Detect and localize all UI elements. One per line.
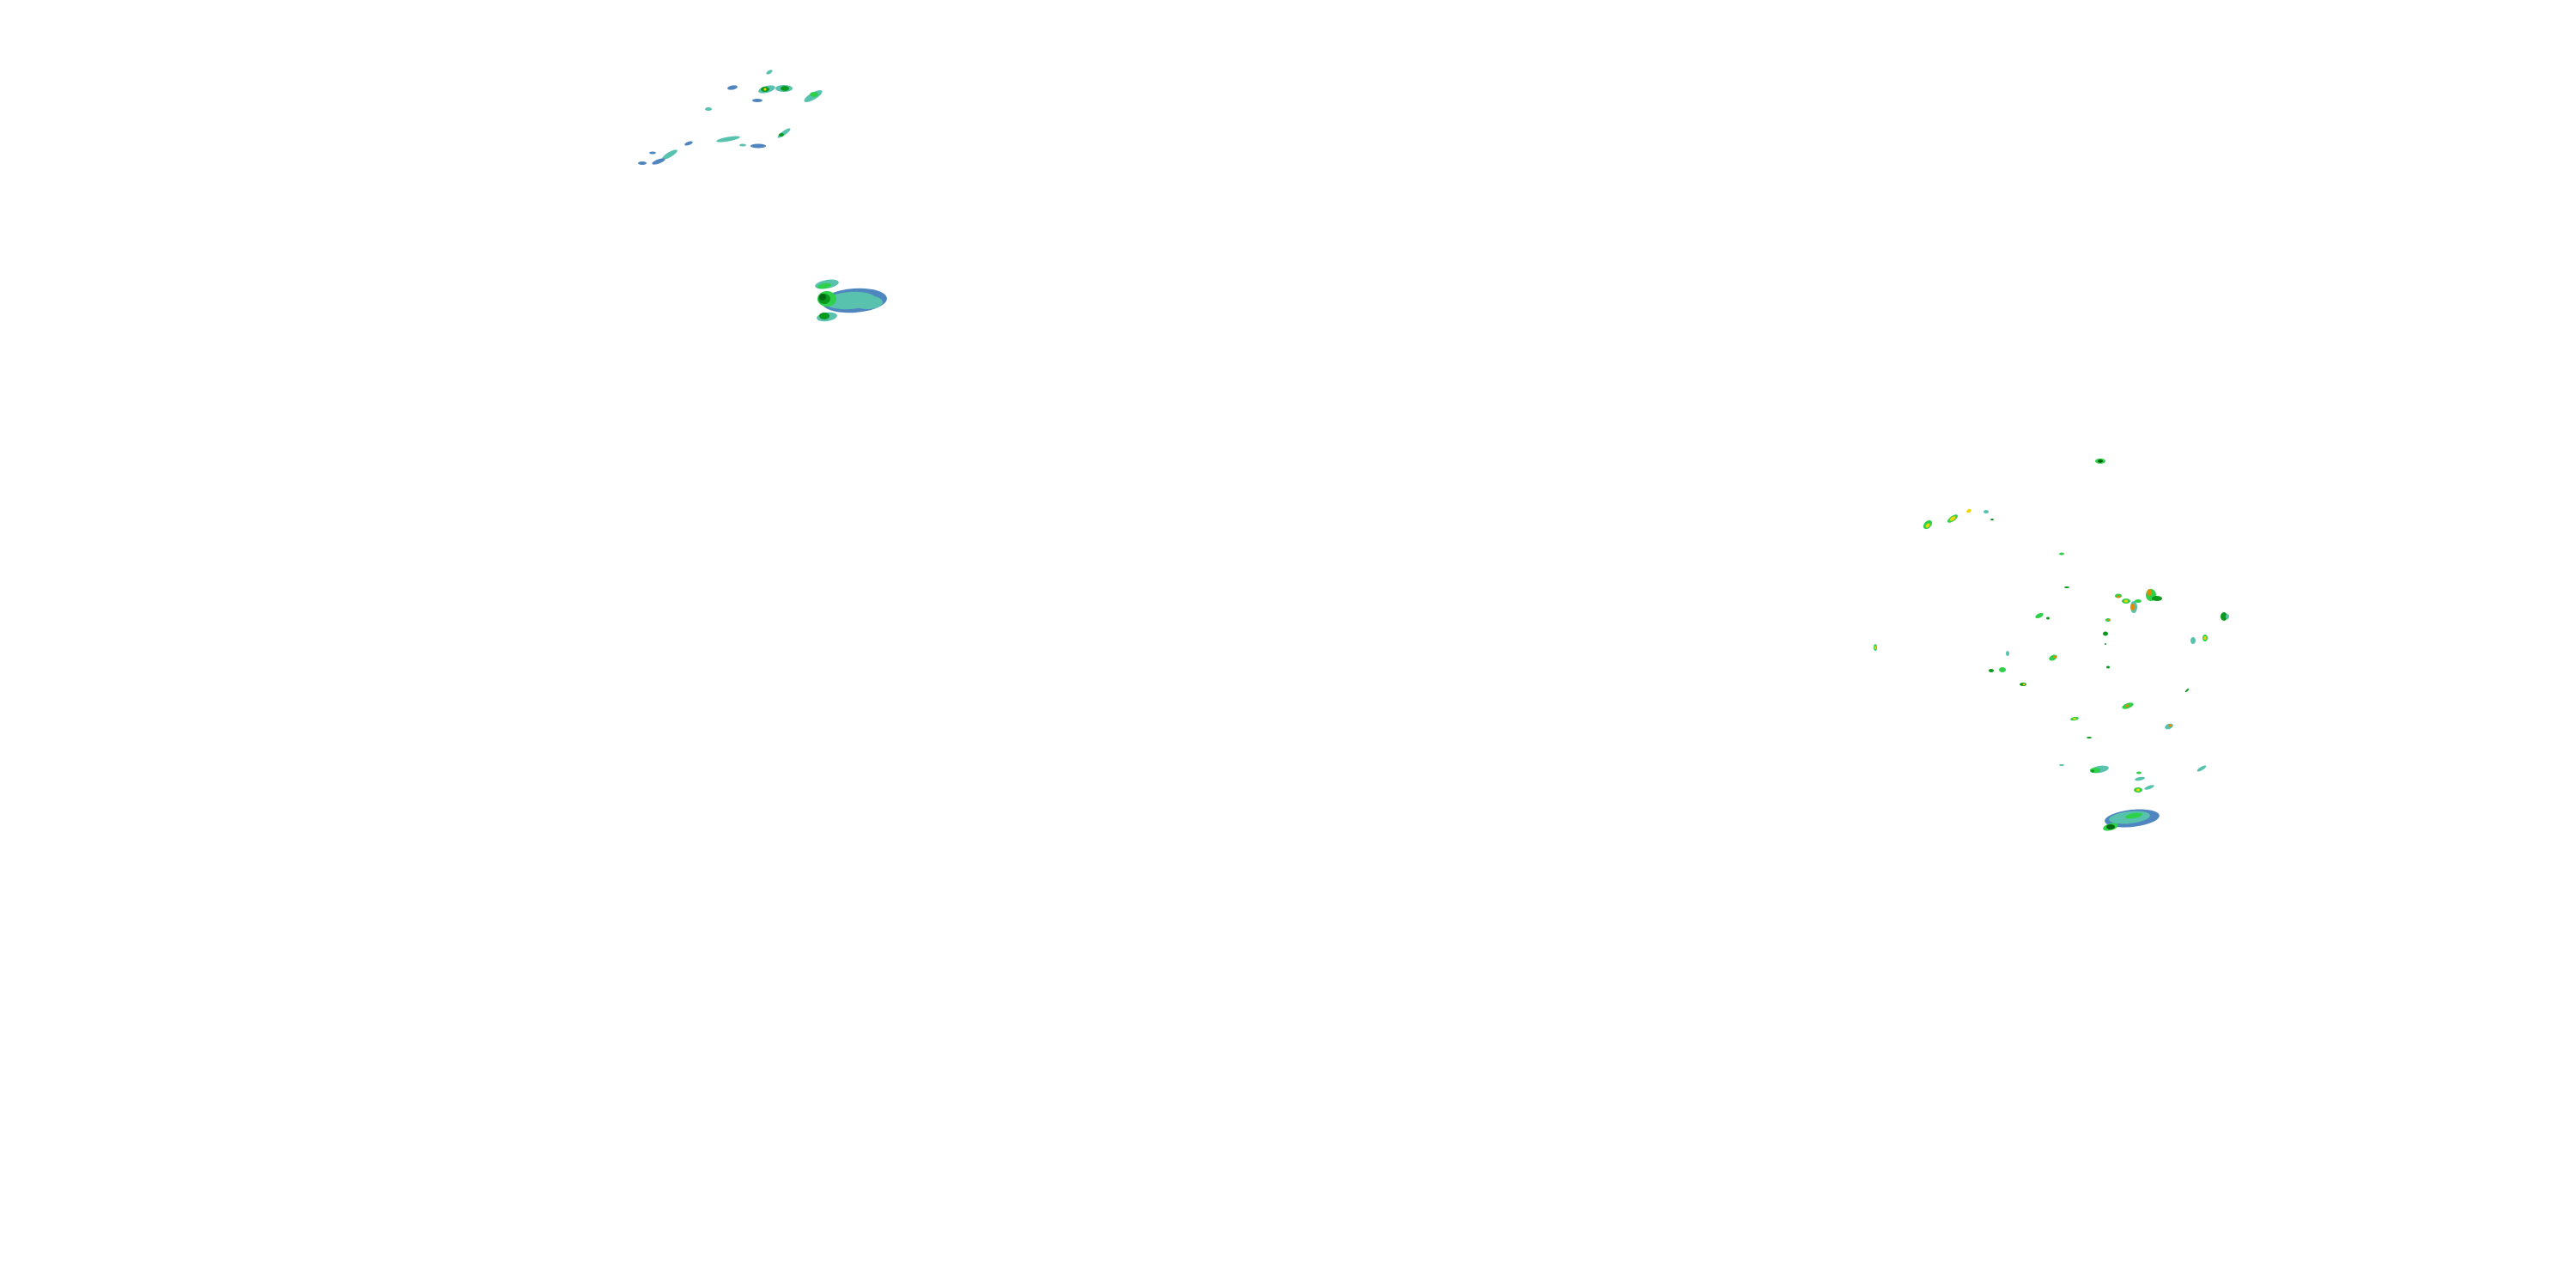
radar-echo-dark-green — [819, 313, 829, 319]
radar-echo-teal — [2006, 651, 2009, 656]
radar-echo-yellow — [2136, 788, 2140, 792]
radar-echo-light-blue — [752, 99, 762, 102]
radar-echo-dark-green — [2105, 643, 2106, 645]
radar-echo-green — [2135, 599, 2142, 603]
radar-echo-light-blue — [750, 143, 766, 149]
radar-echo-orange — [2107, 619, 2111, 621]
radar-echo-green — [817, 283, 831, 289]
radar-echo-light-blue — [638, 161, 647, 165]
radar-echo-orange — [2130, 604, 2136, 611]
radar-echo-teal — [716, 136, 740, 143]
radar-echo-deep-green — [2098, 459, 2103, 463]
radar-echo-teal — [2226, 614, 2229, 619]
radar-echo-dark-green — [2103, 631, 2108, 636]
radar-echo-orange — [2117, 595, 2120, 598]
radar-echo-light-blue — [652, 158, 665, 165]
radar-echo-yellow — [1925, 523, 1930, 528]
radar-echo-green — [2136, 771, 2142, 775]
radar-echo-orange — [2125, 704, 2129, 708]
radar-echo-yellow — [2073, 718, 2076, 720]
radar-echo-green — [2059, 552, 2064, 556]
radar-echo-dark-green — [2046, 617, 2050, 620]
radar-echo-teal — [766, 70, 773, 75]
radar-echo-yellow — [2203, 636, 2207, 640]
precipitation-echoes — [638, 70, 2229, 831]
radar-echo-teal — [2190, 637, 2196, 644]
radar-echo-green — [810, 92, 818, 97]
radar-echo-dark-green — [2087, 737, 2092, 738]
radar-echo-teal — [2135, 776, 2145, 781]
radar-echo-orange — [2168, 724, 2172, 727]
radar-echo-yellow — [1966, 508, 1971, 513]
radar-echo-dark-green — [2221, 612, 2227, 621]
radar-echo-green — [2125, 812, 2142, 819]
radar-echo-dark-green — [779, 133, 784, 137]
radar-echo-dark-green — [2184, 688, 2190, 693]
radar-echo-deep-green — [2106, 824, 2115, 829]
radar-echo-light-blue — [727, 85, 738, 90]
radar-echo-yellow — [2124, 599, 2128, 603]
radar-echo-orange — [2147, 589, 2152, 596]
radar-echo-teal — [777, 128, 791, 138]
radar-echo-dark-green — [781, 86, 789, 91]
radar-echo-yellow — [2022, 683, 2026, 685]
radar-echo-deep-green — [819, 294, 826, 301]
radar-echo-green — [1999, 667, 2006, 672]
radar-echo-teal — [2196, 765, 2207, 772]
radar-echo-green — [2035, 612, 2044, 619]
radar-echo-dark-green — [1990, 519, 1994, 520]
radar-echo-teal — [2144, 785, 2154, 790]
radar-echo-teal — [705, 107, 712, 111]
radar-echo-teal — [852, 295, 883, 309]
radar-echo-yellow — [763, 88, 767, 91]
radar-echo-dark-green — [2091, 769, 2094, 773]
radar-echo-dark-green — [2152, 596, 2162, 601]
radar-echo-teal — [2059, 764, 2064, 766]
radar-echo-light-blue — [649, 151, 656, 155]
radar-echo-yellow — [1874, 646, 1876, 649]
radar-echo-teal — [1984, 510, 1989, 513]
radar-echo-dark-green — [2064, 586, 2069, 588]
radar-echo-teal — [662, 149, 677, 160]
radar-echo-light-blue — [684, 141, 693, 146]
radar-echo-teal — [739, 143, 746, 147]
radar-echo-orange — [2053, 655, 2057, 659]
radar-echo-yellow — [1949, 516, 1956, 521]
radar-echo-dark-green — [1989, 669, 1994, 672]
radar-echo-dark-green — [2106, 665, 2110, 669]
radar-echo-green — [2049, 654, 2057, 661]
